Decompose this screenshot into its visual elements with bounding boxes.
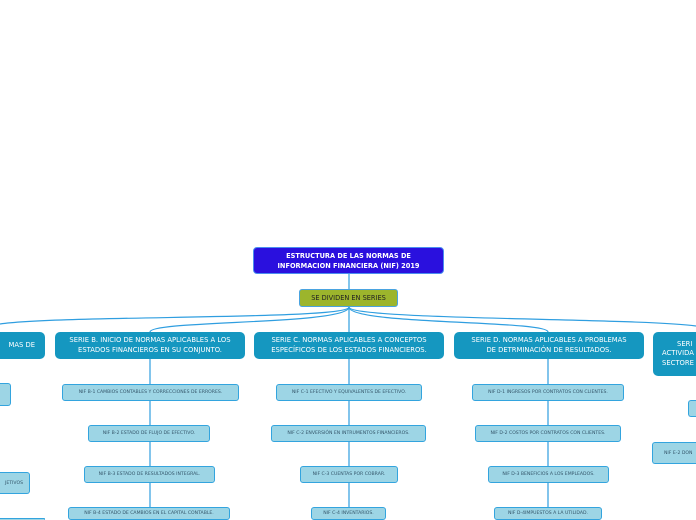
nif-label: NIF E-2 DON [664,450,693,456]
nif-label: NIF B-1 CAMBIOS CONTABLES Y CORRECCIONES… [78,390,223,395]
serie-b-line1: SERIE B. INICIO DE NORMAS APLICABLES A L… [69,336,231,344]
divider-node[interactable]: SE DIVIDEN EN SERIES [299,289,398,307]
nif-c-4[interactable]: NIF C-4 INVENTARIOS. [311,507,386,520]
nif-label: NIF D-4IMPUESTOS A LA UTILIDAD. [508,511,588,516]
nif-d-1[interactable]: NIF D-1 INGRESOS POR CONTRATOS CON CLIEN… [472,384,624,401]
root-node[interactable]: ESTRUCTURA DE LAS NORMAS DE INFORMACION … [253,247,444,274]
nif-label: NIF C-4 INVENTARIOS. [323,511,374,516]
serie-b-node[interactable]: SERIE B. INICIO DE NORMAS APLICABLES A L… [55,332,245,359]
nif-label: NIF C-2 ENVERSIÓN EN INTRUMENTOS FINANCI… [287,431,410,436]
root-title-line2: INFORMACION FINANCIERA (NIF) 2019 [277,261,420,270]
nif-label: NIF C-1 EFECTIVO Y EQUIVALENTES DE EFECT… [291,390,407,395]
nif-e-2[interactable]: NIF E-2 DON [652,442,696,464]
nif-label: NIF C-3 CUENTAS POR COBRAR. [312,472,386,477]
nif-c-2[interactable]: NIF C-2 ENVERSIÓN EN INTRUMENTOS FINANCI… [271,425,426,442]
nif-label: NIF D-1 INGRESOS POR CONTRATOS CON CLIEN… [488,390,608,395]
root-title-line1: ESTRUCTURA DE LAS NORMAS DE [286,251,411,260]
nif-c-3[interactable]: NIF C-3 CUENTAS POR COBRAR. [300,466,398,483]
serie-c-node[interactable]: SERIE C. NORMAS APLICABLES A CONCEPTOS E… [254,332,444,359]
serie-d-line2: DE DETRMINACIÓN DE RESULTADOS. [486,345,612,354]
serie-e-node[interactable]: SERI ACTIVIDA SECTORE [653,332,696,376]
nif-b-1[interactable]: NIF B-1 CAMBIOS CONTABLES Y CORRECCIONES… [62,384,239,401]
serie-e-line2: ACTIVIDA [662,349,694,358]
nif-label: NIF D-3 BENEFICIOS A LOS EMPLEADOS. [502,472,595,477]
nif-b-4[interactable]: NIF B-4 ESTADO DE CAMBIOS EN EL CAPITAL … [68,507,230,520]
serie-c-line1: SERIE C. NORMAS APLICABLES A CONCEPTOS [271,336,427,344]
nif-label: NIF B-3 ESTADO DE RESULTADOS INTEGRAL. [98,472,201,477]
serie-e-line3: SECTORE [662,358,694,367]
serie-d-line1: SERIE D. NORMAS APLICABLES A PROBLEMAS [471,336,627,344]
divider-label: SE DIVIDEN EN SERIES [311,294,386,302]
serie-c-line2: ESPECÍFICOS DE LOS ESTADOS FINANCIEROS. [271,345,427,354]
nif-label: NIF D-2 COSTOS POR CONTRATOS CON CLIENTE… [490,431,606,436]
nif-d-2[interactable]: NIF D-2 COSTOS POR CONTRATOS CON CLIENTE… [475,425,621,442]
nif-c-1[interactable]: NIF C-1 EFECTIVO Y EQUIVALENTES DE EFECT… [276,384,422,401]
serie-b-line2: ESTADOS FINANCIEROS EN SU CONJUNTO. [78,345,222,354]
nif-a-partial-1[interactable] [0,383,11,406]
serie-d-node[interactable]: SERIE D. NORMAS APLICABLES A PROBLEMAS D… [454,332,644,359]
nif-d-4[interactable]: NIF D-4IMPUESTOS A LA UTILIDAD. [494,507,602,520]
serie-e-line1: SERI [677,339,693,348]
nif-b-3[interactable]: NIF B-3 ESTADO DE RESULTADOS INTEGRAL. [84,466,215,483]
nif-a-partial-3[interactable] [0,518,45,520]
nif-b-2[interactable]: NIF B-2 ESTADO DE FLUJO DE EFECTIVO. [88,425,210,442]
serie-a-label: MAS DE [8,340,35,349]
nif-a-partial-2[interactable]: JETIVOS [0,472,30,494]
serie-a-node[interactable]: MAS DE [0,332,45,359]
nif-d-3[interactable]: NIF D-3 BENEFICIOS A LOS EMPLEADOS. [488,466,609,483]
nif-e-1[interactable] [688,400,696,417]
nif-label: NIF B-4 ESTADO DE CAMBIOS EN EL CAPITAL … [84,511,214,516]
nif-label: JETIVOS [4,480,23,486]
nif-label: NIF B-2 ESTADO DE FLUJO DE EFECTIVO. [102,431,196,436]
